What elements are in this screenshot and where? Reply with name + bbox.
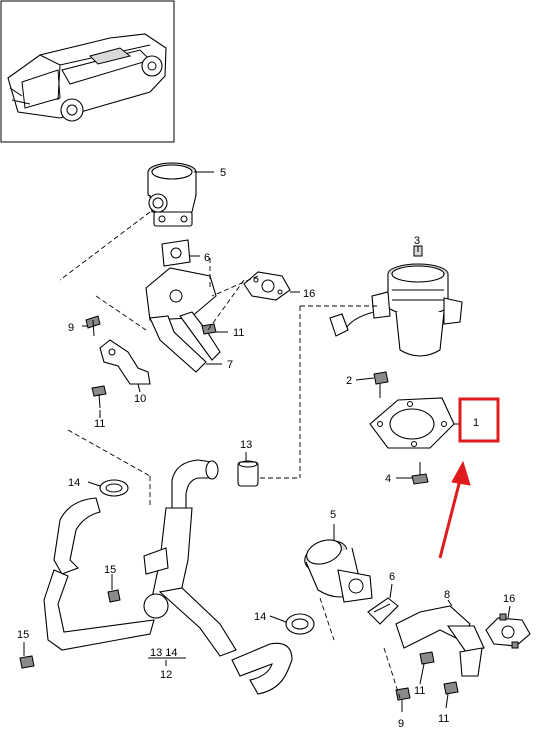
callout-5-top: 5 — [220, 167, 226, 179]
callout-11-mid: 11 — [233, 327, 244, 339]
callout-16-top: 16 — [303, 288, 315, 300]
callout-11-bottom-b: 11 — [438, 713, 449, 725]
callout-16-bottom: 16 — [503, 593, 515, 605]
callout-14-mid: 14 — [254, 611, 266, 623]
callout-11-left: 11 — [94, 418, 105, 430]
callout-2: 2 — [346, 375, 352, 387]
callout-13: 13 — [240, 439, 252, 451]
pump-assembly — [260, 245, 463, 485]
highlight-marker — [438, 397, 500, 559]
callout-5-bottom: 5 — [330, 509, 336, 521]
callout-6-top: 6 — [204, 252, 210, 264]
callout-15-mid: 15 — [104, 564, 116, 576]
callout-14-left: 14 — [68, 477, 80, 489]
vehicle-thumbnail — [0, 0, 175, 143]
callout-9-left: 9 — [68, 322, 74, 334]
callout-12: 12 — [160, 669, 172, 681]
callout-11-bottom-a: 11 — [414, 685, 425, 697]
callout-7: 7 — [227, 359, 233, 371]
callout-3: 3 — [414, 235, 420, 247]
lower-right-assembly — [304, 524, 531, 712]
callout-10: 10 — [134, 393, 146, 405]
callout-1: 1 — [473, 417, 479, 429]
upper-left-assembly — [59, 162, 300, 477]
callout-8: 8 — [444, 589, 450, 601]
callout-6-bottom: 6 — [389, 571, 395, 583]
callout-labels: 5 6 16 9 11 7 10 11 3 2 1 4 13 14 15 15 … — [17, 167, 515, 730]
callout-12-group: 13 14 — [150, 647, 178, 659]
callout-9-bottom: 9 — [398, 718, 404, 730]
callout-15-left: 15 — [17, 629, 29, 641]
callout-4: 4 — [385, 473, 391, 485]
hose-assembly — [19, 452, 315, 695]
